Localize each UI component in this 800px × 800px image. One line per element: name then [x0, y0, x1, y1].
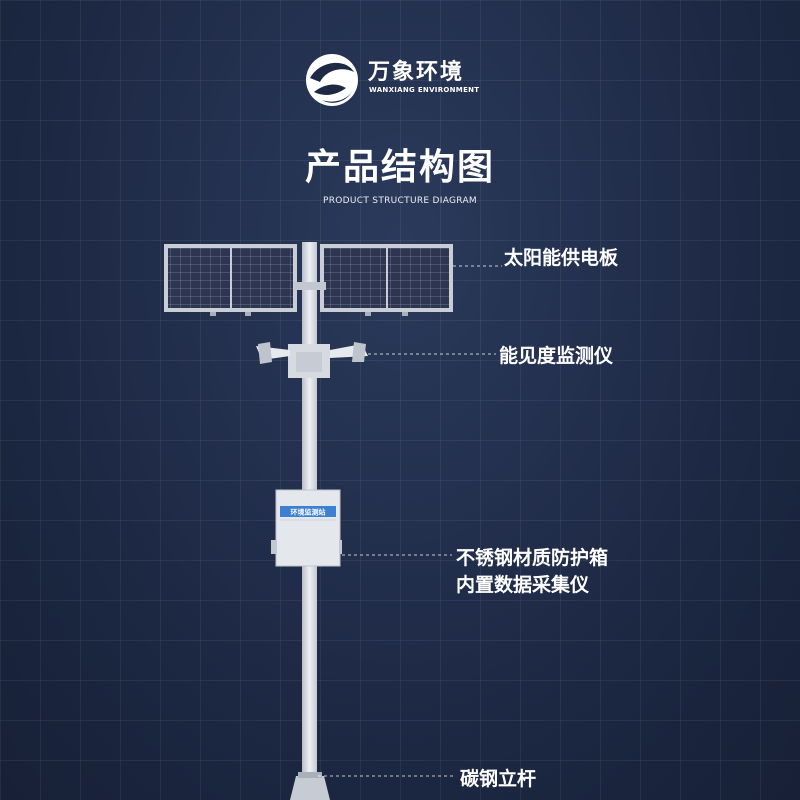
- solar-panel-right: [320, 244, 453, 316]
- brand-name-cn: 万象环境: [368, 60, 465, 85]
- solar-panel-left: [164, 244, 297, 316]
- callout-pole: 碳钢立杆: [460, 768, 537, 790]
- page-title: 产品结构图: [304, 147, 495, 188]
- brand-name-en: WANXIANG ENVIRONMENT: [369, 86, 480, 94]
- box-label-bar: [280, 506, 336, 517]
- enclosure-box: 环境监测站: [271, 489, 342, 567]
- panel-bracket: [294, 282, 326, 290]
- brand-logo: 万象环境 WANXIANG ENVIRONMENT: [302, 48, 482, 112]
- leader-lines: [318, 265, 502, 777]
- visibility-sensor: [256, 342, 368, 378]
- callout-enclosure-line1: 不锈钢材质防护箱: [456, 547, 609, 569]
- brand-logo-icon: [306, 54, 358, 106]
- callout-solar-panel: 太阳能供电板: [504, 247, 619, 269]
- box-label: 环境监测站: [291, 508, 326, 517]
- pole-base: [290, 776, 330, 800]
- page-subtitle: PRODUCT STRUCTURE DIAGRAM: [322, 196, 477, 206]
- callout-enclosure-line2: 内置数据采集仪: [456, 574, 590, 596]
- callout-visibility-sensor: 能见度监测仪: [499, 345, 614, 367]
